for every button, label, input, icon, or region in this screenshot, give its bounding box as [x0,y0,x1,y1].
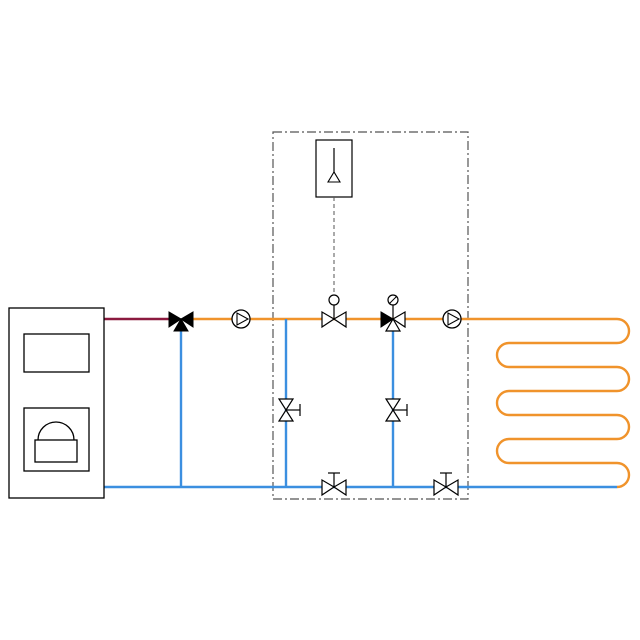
mixing-station-enclosure [272,131,469,500]
return-valve-right[interactable] [433,472,459,497]
bypass-valve-right[interactable] [384,398,408,422]
secondary-pump[interactable] [442,309,462,329]
boiler [8,307,105,499]
thermostatic-mixing-valve[interactable] [380,294,406,332]
bypass-valve-left[interactable] [277,398,301,422]
primary-mixing-valve[interactable] [168,311,194,332]
motorized-valve[interactable] [321,294,347,329]
controller [315,139,353,198]
underfloor-heating-coil [478,317,631,489]
primary-pump[interactable] [231,309,251,329]
return-valve-left[interactable] [321,472,347,497]
